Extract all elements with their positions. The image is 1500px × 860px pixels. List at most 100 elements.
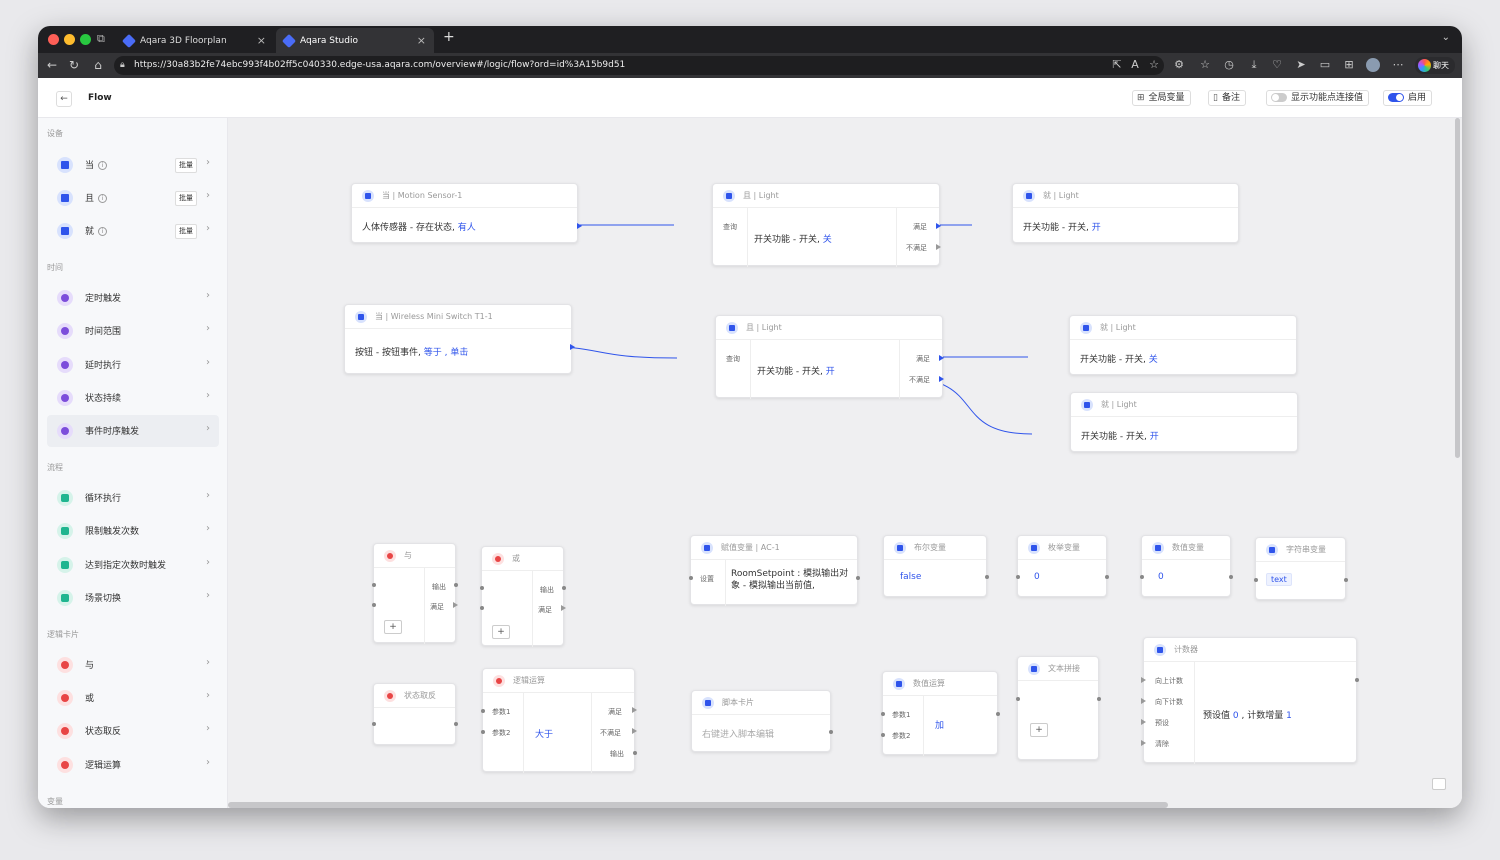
- sidebar-item-logic-and[interactable]: 与›: [47, 649, 219, 681]
- vertical-scrollbar[interactable]: [1455, 118, 1460, 458]
- share-icon[interactable]: ➤: [1296, 58, 1306, 71]
- node-script-card[interactable]: 脚本卡片 右键进入脚本编辑: [691, 690, 833, 752]
- output-port[interactable]: [829, 730, 833, 734]
- output-port[interactable]: [561, 605, 566, 611]
- output-port[interactable]: [1355, 678, 1359, 682]
- favorites-icon[interactable]: ☆: [1200, 58, 1210, 71]
- tab-group-icon[interactable]: ⧉: [97, 32, 105, 45]
- add-input-button[interactable]: +: [1030, 723, 1048, 737]
- notes-button[interactable]: ▯备注: [1208, 90, 1246, 106]
- add-input-button[interactable]: +: [384, 620, 402, 634]
- global-vars-button[interactable]: ⊞全局变量: [1132, 90, 1191, 106]
- output-port[interactable]: [1097, 697, 1101, 701]
- output-port[interactable]: [632, 707, 637, 713]
- node-logic-not[interactable]: 状态取反: [372, 683, 458, 745]
- variable-value[interactable]: 0: [1158, 572, 1164, 582]
- output-port[interactable]: [985, 575, 989, 579]
- node-value[interactable]: 开: [825, 367, 835, 377]
- output-port[interactable]: [562, 586, 566, 590]
- node-switch-trigger[interactable]: 当 | Wireless Mini Switch T1-1 按钮 - 按钮事件,…: [344, 304, 575, 374]
- input-port[interactable]: [480, 586, 484, 590]
- input-port[interactable]: [480, 606, 484, 610]
- node-light-condition-2[interactable]: 且 | Light 查询 开关功能 - 开关, 开 满足 不满足: [715, 315, 944, 399]
- node-text-concat[interactable]: 文本拼接 +: [1016, 656, 1101, 760]
- output-port[interactable]: [939, 355, 944, 361]
- sidebar-item-loop[interactable]: 循环执行›: [47, 482, 219, 514]
- node-logic-and[interactable]: 与 输出 满足 +: [372, 543, 458, 644]
- info-icon[interactable]: i: [98, 194, 108, 203]
- node-light-action-1[interactable]: 就 | Light 开关功能 - 开关, 开: [1012, 183, 1239, 243]
- sidebar-item-limit[interactable]: 限制触发次数›: [47, 515, 219, 547]
- sidebar-item-logic-or[interactable]: 或›: [47, 682, 219, 714]
- node-math-operation[interactable]: 数值运算 参数1 参数2 加: [881, 671, 1000, 756]
- output-port[interactable]: [454, 583, 458, 587]
- variable-value[interactable]: text: [1266, 573, 1292, 586]
- close-tab-icon[interactable]: ×: [416, 34, 426, 47]
- address-bar[interactable]: 🔒︎ https://30a83b2fe74ebc993f4b02ff5c040…: [114, 56, 1164, 75]
- sidebar-item-logic-op[interactable]: 逻辑运算›: [47, 749, 219, 781]
- tab-list-chevron-icon[interactable]: ⌄: [1441, 32, 1450, 43]
- show-values-toggle[interactable]: 显示功能点连接值: [1266, 90, 1370, 106]
- operator-value[interactable]: 加: [935, 721, 945, 731]
- translate-icon[interactable]: A: [1131, 58, 1139, 71]
- favorite-star-icon[interactable]: ☆: [1149, 58, 1159, 71]
- node-value[interactable]: 关: [1148, 355, 1158, 365]
- node-light-action-2[interactable]: 就 | Light 开关功能 - 开关, 关: [1069, 315, 1297, 375]
- more-icon[interactable]: ⋯: [1392, 58, 1404, 71]
- node-bool-variable[interactable]: 布尔变量 false: [883, 535, 989, 597]
- screen-cast-icon[interactable]: ▭: [1319, 58, 1331, 71]
- health-icon[interactable]: ♡: [1272, 58, 1282, 71]
- node-value[interactable]: 单击: [450, 348, 469, 358]
- output-port[interactable]: [633, 751, 637, 755]
- close-tab-icon[interactable]: ×: [256, 34, 266, 47]
- tab-aqara-studio[interactable]: Aqara Studio ×: [276, 28, 434, 53]
- input-port[interactable]: [881, 712, 885, 716]
- variable-value[interactable]: 0: [1034, 572, 1040, 582]
- node-number-variable[interactable]: 数值变量 0: [1140, 535, 1233, 597]
- batch-button[interactable]: 批量: [175, 224, 197, 239]
- sidebar-item-scene-switch[interactable]: 场景切换›: [47, 582, 219, 614]
- output-port[interactable]: [454, 722, 458, 726]
- output-port[interactable]: [936, 244, 941, 250]
- node-value[interactable]: 开: [1091, 223, 1101, 233]
- input-port[interactable]: [1140, 575, 1144, 579]
- profile-avatar[interactable]: [1366, 58, 1380, 72]
- minimap-icon[interactable]: [1432, 778, 1446, 790]
- input-port[interactable]: [689, 576, 693, 580]
- node-assign-variable[interactable]: 赋值变量 | AC-1 设置 RoomSetpoint : 模拟输出对象 - 模…: [689, 535, 860, 606]
- sidebar-item-timer[interactable]: 定时触发›: [47, 282, 219, 314]
- output-port[interactable]: [1105, 575, 1109, 579]
- node-enum-variable[interactable]: 枚举变量 0: [1016, 535, 1109, 597]
- sidebar-item-count-trigger[interactable]: 达到指定次数时触发›: [47, 549, 219, 581]
- output-port[interactable]: [632, 728, 637, 734]
- input-port[interactable]: [1141, 740, 1146, 746]
- new-tab-button[interactable]: +: [443, 29, 455, 45]
- node-light-condition-1[interactable]: 且 | Light 查询 开关功能 - 开关, 关 满足 不满足: [712, 183, 941, 267]
- input-port[interactable]: [372, 583, 376, 587]
- sidebar-item-logic-not[interactable]: 状态取反›: [47, 715, 219, 747]
- output-port[interactable]: [936, 223, 941, 229]
- output-port[interactable]: [996, 712, 1000, 716]
- info-icon[interactable]: i: [98, 227, 108, 236]
- preset-value[interactable]: 0: [1232, 711, 1239, 721]
- output-port[interactable]: [570, 344, 575, 350]
- node-value[interactable]: 开: [1149, 432, 1159, 442]
- chat-button[interactable]: 聊天: [1415, 57, 1455, 74]
- info-icon[interactable]: i: [98, 161, 108, 170]
- output-port[interactable]: [1229, 575, 1233, 579]
- apps-icon[interactable]: ⊞: [1344, 58, 1354, 71]
- node-value[interactable]: 有人: [457, 223, 476, 233]
- batch-button[interactable]: 批量: [175, 158, 197, 173]
- variable-value[interactable]: false: [900, 572, 922, 582]
- history-icon[interactable]: ◷: [1224, 58, 1234, 71]
- batch-button[interactable]: 批量: [175, 191, 197, 206]
- output-port[interactable]: [577, 223, 582, 229]
- input-port[interactable]: [1141, 698, 1146, 704]
- node-light-action-3[interactable]: 就 | Light 开关功能 - 开关, 开: [1070, 392, 1298, 452]
- sidebar-item-event-sequence[interactable]: 事件时序触发›: [47, 415, 219, 447]
- output-port[interactable]: [453, 602, 458, 608]
- open-in-app-icon[interactable]: ⇱: [1112, 58, 1122, 71]
